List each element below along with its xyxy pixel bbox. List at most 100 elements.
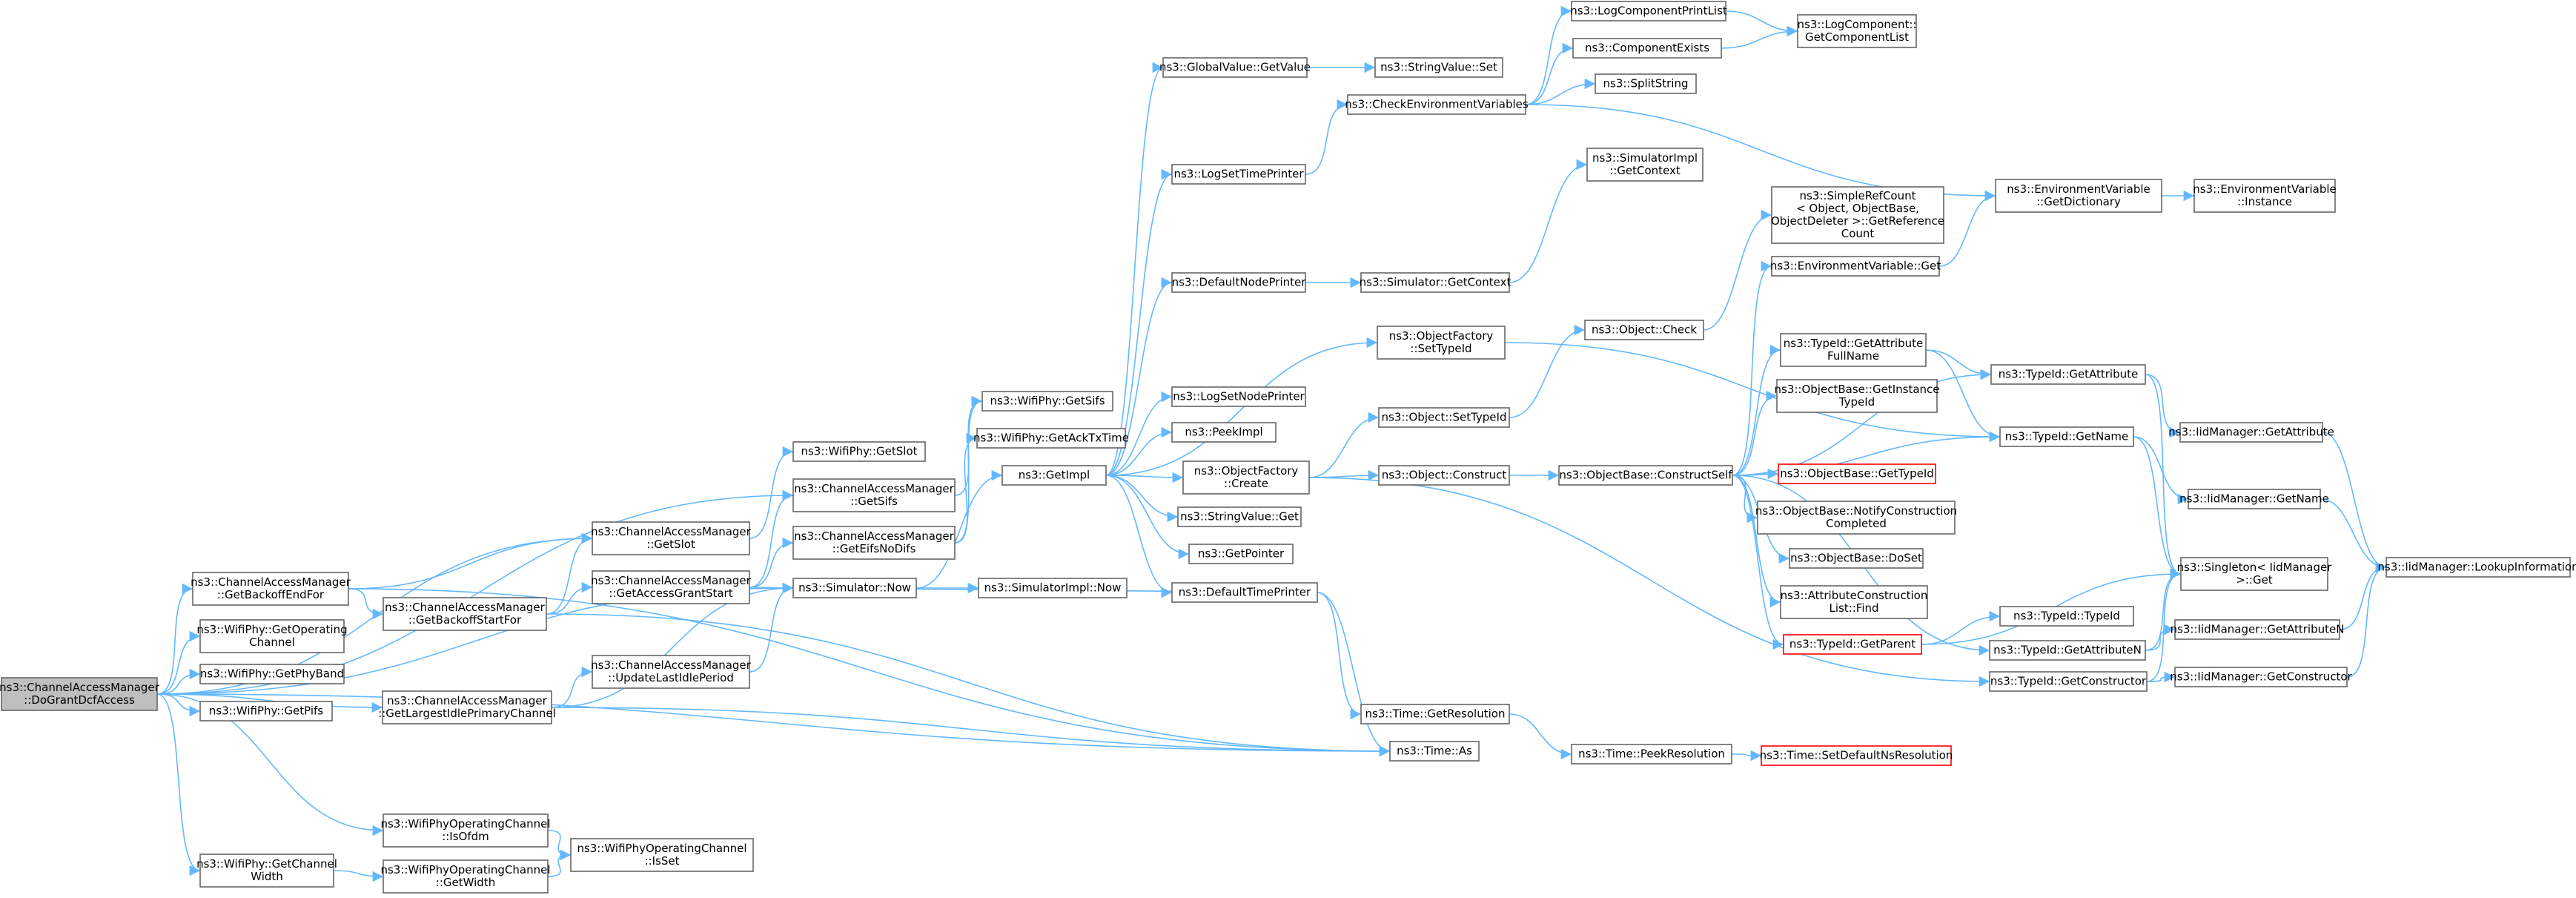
node-getpifs[interactable]: ns3::WifiPhy::GetPifs	[199, 701, 333, 722]
node-iidmlookup[interactable]: ns3::IidManager::LookupInformation	[2377, 557, 2576, 578]
node-getimpl[interactable]: ns3::GetImpl	[1001, 465, 1107, 486]
node-objsettypeid[interactable]: ns3::Object::SetTypeId	[1378, 407, 1510, 428]
node-typeidgetparent[interactable]: ns3::TypeId::GetParent	[1783, 634, 1922, 655]
node-checkenv[interactable]: ns3::CheckEnvironmentVariables	[1345, 94, 1529, 115]
node-objcheck[interactable]: ns3::Object::Check	[1584, 320, 1704, 340]
node-objbasedoset[interactable]: ns3::ObjectBase::DoSet	[1789, 548, 1924, 569]
node-stringvalueset[interactable]: ns3::StringValue::Set	[1374, 57, 1503, 78]
node-iidmgetattribute[interactable]: ns3::IidManager::GetAttribute	[2168, 422, 2334, 443]
node-compexists[interactable]: ns3::ComponentExists	[1572, 38, 1722, 59]
node-envvargetdict[interactable]: ns3::EnvironmentVariable::GetDictionary	[1995, 179, 2162, 213]
node-label: ::IsOfdm	[442, 830, 489, 843]
node-timeas[interactable]: ns3::Time::As	[1389, 741, 1480, 762]
node-globalgetvalue[interactable]: ns3::GlobalValue::GetValue	[1159, 57, 1311, 78]
node-box	[1757, 501, 1956, 535]
node-logcomplist[interactable]: ns3::LogComponentPrintList	[1570, 1, 1727, 22]
node-simplerefcount[interactable]: ns3::SimpleRefCount< Object, ObjectBase,…	[1771, 186, 1944, 244]
node-box	[2179, 422, 2323, 443]
node-label: ns3::Singleton< IidManager	[2177, 561, 2333, 574]
node-camgetsifs[interactable]: ns3::ChannelAccessManager::GetSifs	[792, 478, 956, 512]
node-getwidth[interactable]: ns3::WifiPhyOperatingChannel::GetWidth	[380, 859, 551, 894]
node-getbackoffendfor[interactable]: ns3::ChannelAccessManager::GetBackoffEnd…	[191, 572, 351, 606]
node-getlargestidle[interactable]: ns3::ChannelAccessManager::GetLargestIdl…	[378, 690, 556, 724]
node-timesetdefaultns[interactable]: ns3::Time::SetDefaultNsResolution	[1760, 745, 1953, 766]
node-typeidgetconstructor[interactable]: ns3::TypeId::GetConstructor	[1989, 671, 2148, 692]
call-edge-defaulttimeprinter-to-timegetres	[1317, 592, 1362, 720]
node-splitstring[interactable]: ns3::SplitString	[1595, 73, 1697, 94]
node-box	[2193, 179, 2336, 213]
node-typeidgetname[interactable]: ns3::TypeId::GetName	[1999, 426, 2134, 447]
node-label: ns3::IidManager::GetAttribute	[2168, 426, 2334, 439]
node-label: ns3::ChannelAccessManager	[591, 525, 751, 538]
node-label: Count	[1841, 227, 1875, 240]
node-label: ::Instance	[2237, 195, 2292, 208]
node-typeidtypeid[interactable]: ns3::TypeId::TypeId	[1999, 606, 2134, 627]
node-label: ns3::IidManager::GetConstructor	[2170, 670, 2352, 684]
node-phygetslot[interactable]: ns3::WifiPhy::GetSlot	[792, 441, 926, 462]
call-edge-getimpl-to-stringvalueget	[1105, 475, 1179, 523]
node-defaultnodeprinter[interactable]: ns3::DefaultNodePrinter	[1171, 272, 1307, 293]
node-geteifsnodifs[interactable]: ns3::ChannelAccessManager::GetEifsNoDifs	[792, 526, 956, 560]
node-label: ns3::GlobalValue::GetValue	[1159, 61, 1311, 74]
node-typeidgetattributen[interactable]: ns3::TypeId::GetAttributeN	[1989, 640, 2146, 661]
node-timepeekres[interactable]: ns3::Time::PeekResolution	[1571, 744, 1732, 765]
node-getphyband[interactable]: ns3::WifiPhy::GetPhyBand	[199, 664, 345, 684]
node-root[interactable]: ns3::ChannelAccessManager::DoGrantDcfAcc…	[0, 677, 160, 711]
node-getaccessgrantstart[interactable]: ns3::ChannelAccessManager::GetAccessGran…	[591, 570, 752, 604]
node-simgetcontext[interactable]: ns3::Simulator::GetContext	[1360, 272, 1512, 293]
node-iidmgetname[interactable]: ns3::IidManager::GetName	[2179, 489, 2329, 509]
call-edge-checkenv-to-logcomplist	[1525, 5, 1572, 105]
node-logsettimeprinter[interactable]: ns3::LogSetTimePrinter	[1171, 164, 1306, 185]
node-getpointer[interactable]: ns3::GetPointer	[1188, 544, 1294, 564]
node-objconstruct[interactable]: ns3::Object::Construct	[1378, 465, 1510, 486]
node-objbaseconstructself[interactable]: ns3::ObjectBase::ConstructSelf	[1558, 465, 1733, 486]
node-box	[1360, 272, 1510, 293]
node-envvarinstance[interactable]: ns3::EnvironmentVariable::Instance	[2193, 179, 2337, 213]
node-timegetres[interactable]: ns3::Time::GetResolution	[1360, 704, 1510, 724]
node-simimplgetcontext[interactable]: ns3::SimulatorImpl::GetContext	[1586, 148, 1703, 182]
node-label: ns3::WifiPhy::GetPhyBand	[200, 667, 344, 681]
node-box	[1571, 1, 1726, 22]
node-label: ns3::Time::GetResolution	[1365, 707, 1506, 721]
node-typeidgetattribute[interactable]: ns3::TypeId::GetAttribute	[1990, 364, 2146, 385]
node-iidmgetconstructor[interactable]: ns3::IidManager::GetConstructor	[2170, 667, 2353, 687]
node-label: ns3::ChannelAccessManager	[794, 482, 954, 495]
node-objfactorysettypeid[interactable]: ns3::ObjectFactory::SetTypeId	[1377, 326, 1506, 360]
node-box	[592, 570, 750, 604]
node-objbasegettypeid[interactable]: ns3::ObjectBase::GetTypeId	[1778, 463, 1936, 484]
node-box	[1584, 320, 1704, 340]
node-logcompgetlist[interactable]: ns3::LogComponent::GetComponentList	[1797, 14, 1917, 48]
node-getacktxtime[interactable]: ns3::WifiPhy::GetAckTxTime	[973, 428, 1129, 449]
node-label: ns3::ChannelAccessManager	[591, 658, 751, 672]
node-box	[981, 391, 1113, 412]
node-logsetnodeprinter[interactable]: ns3::LogSetNodePrinter	[1171, 386, 1306, 407]
node-defaulttimeprinter[interactable]: ns3::DefaultTimePrinter	[1171, 582, 1318, 603]
node-isset[interactable]: ns3::WifiPhyOperatingChannel::IsSet	[570, 838, 754, 872]
call-edge-getimpl-to-defaultnodeprinter	[1105, 277, 1173, 476]
node-box	[1572, 38, 1722, 59]
node-simnow[interactable]: ns3::Simulator::Now	[792, 578, 917, 598]
node-box	[1778, 463, 1936, 484]
node-box	[1001, 465, 1107, 486]
node-envvarget[interactable]: ns3::EnvironmentVariable::Get	[1770, 256, 1941, 277]
node-stringvalueget[interactable]: ns3::StringValue::Get	[1177, 506, 1302, 527]
call-edge-iidmgetattributen-to-iidmlookup	[2339, 561, 2387, 630]
node-iidmgetattributen[interactable]: ns3::IidManager::GetAttributeN	[2171, 619, 2345, 640]
node-singletonget[interactable]: ns3::Singleton< IidManager >::Get	[2177, 557, 2333, 591]
node-isofdm[interactable]: ns3::WifiPhyOperatingChannel::IsOfdm	[380, 813, 551, 848]
node-getbackoffstartfor[interactable]: ns3::ChannelAccessManager::GetBackoffSta…	[383, 597, 547, 631]
node-label: ns3::WifiPhyOperatingChannel	[380, 863, 550, 876]
node-peekimpl[interactable]: ns3::PeekImpl	[1171, 422, 1277, 443]
node-updatelastidle[interactable]: ns3::ChannelAccessManager::UpdateLastIdl…	[591, 655, 752, 689]
node-simimplnow[interactable]: ns3::SimulatorImpl::Now	[978, 578, 1128, 598]
node-phygetsifs[interactable]: ns3::WifiPhy::GetSifs	[981, 391, 1113, 412]
node-label: ns3::SplitString	[1603, 77, 1689, 90]
node-objfactorycreate[interactable]: ns3::ObjectFactory::Create	[1182, 460, 1310, 495]
node-camgetslot[interactable]: ns3::ChannelAccessManager::GetSlot	[591, 521, 752, 555]
node-objbasenotify[interactable]: ns3::ObjectBase::NotifyConstructionCompl…	[1755, 501, 1957, 535]
